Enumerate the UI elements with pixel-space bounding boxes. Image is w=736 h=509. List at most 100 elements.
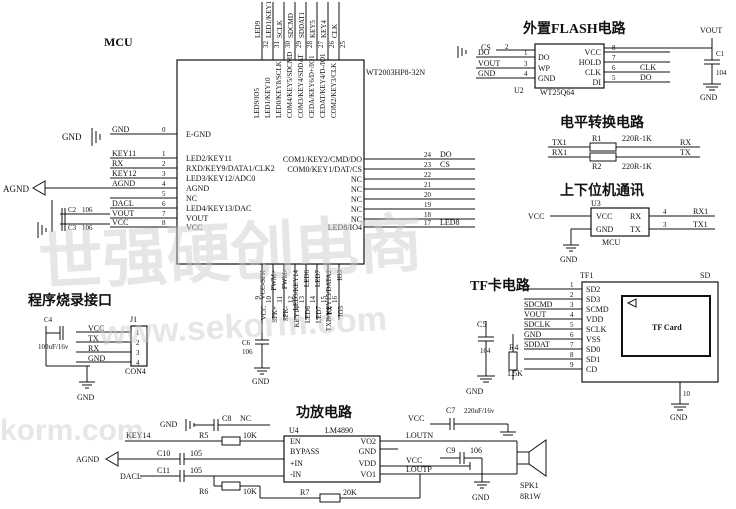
amp-left-pin-name: BYPASS <box>290 447 320 456</box>
pc-gnd-label: GND <box>560 255 578 264</box>
prog-pin-num: 2 <box>136 339 140 347</box>
pc-pin-vcc: VCC <box>596 212 612 221</box>
mcu-bottom-pins: VCC-SPK9VCCPWM+10SPK+PWM-11SPK-LED5/KEY1… <box>254 264 345 331</box>
tf-pin-net: SDCLK <box>524 320 550 329</box>
mcu-gnd-label: GND <box>62 132 82 142</box>
mcu-bottom-pin-num: 12 <box>287 296 295 304</box>
mcu-left-pin-net: VCC <box>112 218 128 227</box>
mcu-bottom-pin-name: LED6 <box>303 270 311 288</box>
amp-r6v: 10K <box>243 487 257 496</box>
amp-r5: R5 <box>199 431 208 440</box>
flash-right-pin-num: 6 <box>612 64 616 72</box>
mcu-top-pin-num: 26 <box>328 41 336 49</box>
mcu-right-pin-net: DO <box>440 150 452 159</box>
level-value: 220R-1K <box>622 162 652 171</box>
mcu-left-pin-name: AGND <box>186 184 209 193</box>
mcu-right-pin-num: 18 <box>424 211 432 219</box>
level-resistor <box>589 142 617 152</box>
mcu-left-pin-name: VCC <box>186 223 202 232</box>
mcu-right-pin-num: 20 <box>424 191 432 199</box>
tf-card-label: TF Card <box>652 323 682 332</box>
mcu-right-pin-name: NC <box>351 185 362 194</box>
tf-pin-num: 4 <box>570 311 574 319</box>
flash-ref: U2 <box>514 86 524 95</box>
pc-num-3: 3 <box>663 221 667 229</box>
mcu-bottom-pin-net: LED6 <box>304 306 312 324</box>
flash-c1-value: 104 <box>716 69 727 77</box>
mcu-right-pin-name: NC <box>351 195 362 204</box>
mcu-bottom-pin-name: IO3 <box>336 270 344 281</box>
amp-spk-value: 8R1W <box>520 492 541 501</box>
watermark-url-2: korm.com <box>0 414 143 447</box>
tf-pin-num: 8 <box>570 351 574 359</box>
tf-ref: TF1 <box>580 271 593 280</box>
cap-c3-label: C3 <box>68 224 77 232</box>
mcu-left-pin-name: NC <box>186 194 197 203</box>
mcu-bottom-pin-net: LED7 <box>315 306 323 324</box>
pc-net-vcc: VCC <box>528 212 544 221</box>
prog-pin-net: TX <box>88 334 99 343</box>
tf-pin-name: SCMD <box>586 305 609 314</box>
amp-gnd-label: GND <box>472 493 490 502</box>
tf-pin-num: 3 <box>570 301 574 309</box>
flash-left-pin-net: GND <box>478 69 496 78</box>
mcu-top-pin-net: LED9 <box>254 20 262 38</box>
flash-right-pin-name: DI <box>593 78 602 87</box>
mcu-top-pin-net: LED1/KEY1 <box>265 1 273 38</box>
mcu-top-pin-num: 32 <box>262 41 270 49</box>
mcu-left-pin-num: 3 <box>162 170 166 178</box>
pc-ref: U3 <box>591 199 601 208</box>
mcu-left-pin-num: 6 <box>162 200 166 208</box>
mcu-left-caps: C2 C3 106 106 <box>37 200 110 238</box>
mcu-top-pin-net: KEY5 <box>309 20 317 38</box>
tf-pin-name: SD1 <box>586 355 600 364</box>
amp-chip <box>283 435 381 483</box>
prog-title: 程序烧录接口 <box>28 292 112 309</box>
amp-c10v: 105 <box>190 449 202 458</box>
flash-right-pin-net: CLK <box>640 63 656 72</box>
mcu-bottom-pin-num: 14 <box>309 296 317 304</box>
tf-card-arrow <box>626 298 637 308</box>
mcu-top-pin-num: 30 <box>284 41 292 49</box>
agnd-label: AGND <box>3 184 29 194</box>
flash-left-pin-num: 3 <box>524 60 528 68</box>
prog-c4-value: 100uF/16v <box>38 343 69 351</box>
cap-c6-label: C6 <box>242 339 251 347</box>
amp-left-pin-name: EN <box>290 437 301 446</box>
mcu-left-pin-num: 7 <box>162 210 166 218</box>
mcu-bottom-pin-net: KEY14 <box>293 306 301 328</box>
amp-right-pin-name: GND <box>359 447 377 456</box>
mcu-top-pin-name: LED0/KEY8/SCLK <box>275 61 283 118</box>
flash-left-pin-name: DO <box>538 53 550 62</box>
prog-pin-net: GND <box>88 354 106 363</box>
tf-pin-net: SDDAT <box>524 340 550 349</box>
flash-right-pin-num: 5 <box>612 74 616 82</box>
flash-block: 外置FLASH电路 WT25Q64 U2 DO1DOWP3VOUTGND4GND… <box>457 20 727 102</box>
mcu-left-pin-net: RX <box>112 159 123 168</box>
pc-num-4: 4 <box>663 208 667 216</box>
mcu-left-pin-num: 1 <box>162 150 166 158</box>
mcu-right-pin-num: 23 <box>424 161 432 169</box>
speaker-cone <box>528 439 547 477</box>
prog-ref: J1 <box>130 315 137 324</box>
mcu-top-pin-net: SDCMD <box>287 13 295 38</box>
tf-block: TF卡电路 TF1 SD TF Card SD21SD32SCMD3SDCMDV… <box>466 271 719 422</box>
tf-pin-num: 6 <box>570 331 574 339</box>
tf-pin-net: VOUT <box>524 310 546 319</box>
mcu-left-pin-num: 4 <box>162 180 166 188</box>
amp-c11v: 105 <box>190 466 202 475</box>
mcu-bottom-pin-num: 9 <box>254 296 262 300</box>
agnd-symbol: AGND <box>3 180 110 196</box>
tf-pin-num: 1 <box>570 281 574 289</box>
prog-pin-num: 3 <box>136 349 140 357</box>
mcu-left-pin-name: E-GND <box>186 130 211 139</box>
mcu-top-pin-net: CLK <box>331 24 339 38</box>
mcu-top-pin-name: LED9/IO5 <box>253 88 261 118</box>
flash-right-pin-net: DO <box>640 73 652 82</box>
level-value: 220R-1K <box>622 134 652 143</box>
amp-r7v: 20K <box>343 488 357 497</box>
prog-connector <box>130 325 148 367</box>
